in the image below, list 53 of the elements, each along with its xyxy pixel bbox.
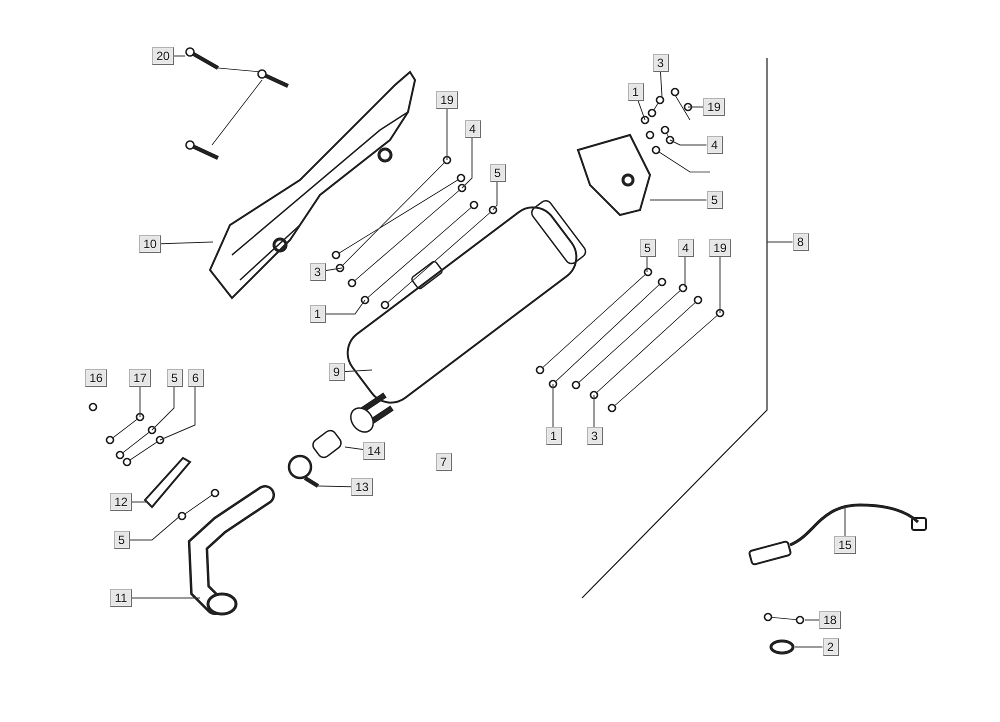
callout-number: 11 xyxy=(110,589,132,607)
callout-number: 5 xyxy=(490,164,506,182)
callout-number: 17 xyxy=(129,369,151,387)
leader-line xyxy=(646,256,648,272)
leader-line xyxy=(684,256,686,288)
leader-line xyxy=(128,516,180,540)
callout-number: 4 xyxy=(464,120,480,138)
callout-number: 19 xyxy=(709,239,731,257)
callout-number: 8 xyxy=(792,233,808,251)
callout-number: 15 xyxy=(834,536,856,554)
callout-number: 2 xyxy=(822,638,838,656)
callout-number: 7 xyxy=(436,453,452,471)
leader-line xyxy=(344,446,364,450)
leader-line xyxy=(794,646,823,648)
callout-number: 18 xyxy=(819,611,841,629)
callout-number: 20 xyxy=(152,47,174,65)
leader-line xyxy=(844,504,846,536)
leader-line xyxy=(343,370,372,372)
callout-number: 3 xyxy=(310,263,326,281)
callout-number: 19 xyxy=(703,98,725,116)
leader-line xyxy=(446,108,448,160)
leader-line xyxy=(660,72,662,98)
callout-number: 5 xyxy=(114,531,130,549)
callout-number: 9 xyxy=(328,363,344,381)
callout-number: 5 xyxy=(706,191,722,209)
leader-line xyxy=(462,138,472,188)
callout-number: 4 xyxy=(678,239,694,257)
leader-line xyxy=(160,386,196,440)
callout-number: 1 xyxy=(546,427,562,445)
leader-line xyxy=(688,106,704,108)
leader-line xyxy=(160,242,214,244)
callout-number: 3 xyxy=(652,54,668,72)
leader-line xyxy=(324,300,366,314)
leader-line xyxy=(638,100,646,120)
callout-number: 3 xyxy=(586,427,602,445)
callout-number: 10 xyxy=(139,235,161,253)
leader-line xyxy=(492,182,498,210)
leader-line xyxy=(324,268,342,272)
leader-line xyxy=(152,386,174,430)
callout-number: 1 xyxy=(310,305,326,323)
callout-number: 13 xyxy=(351,478,373,496)
callout-number: 16 xyxy=(85,369,107,387)
callout-number: 1 xyxy=(628,83,644,101)
callout-number: 19 xyxy=(436,91,458,109)
callout-number: 5 xyxy=(166,369,182,387)
callout-number: 6 xyxy=(188,369,204,387)
leader-line xyxy=(552,384,554,428)
leader-line xyxy=(318,486,352,488)
callout-number: 4 xyxy=(706,136,722,154)
leader-line xyxy=(670,140,707,146)
callout-number: 14 xyxy=(363,442,385,460)
callout-number: 12 xyxy=(110,493,132,511)
callout-number: 5 xyxy=(640,239,656,257)
